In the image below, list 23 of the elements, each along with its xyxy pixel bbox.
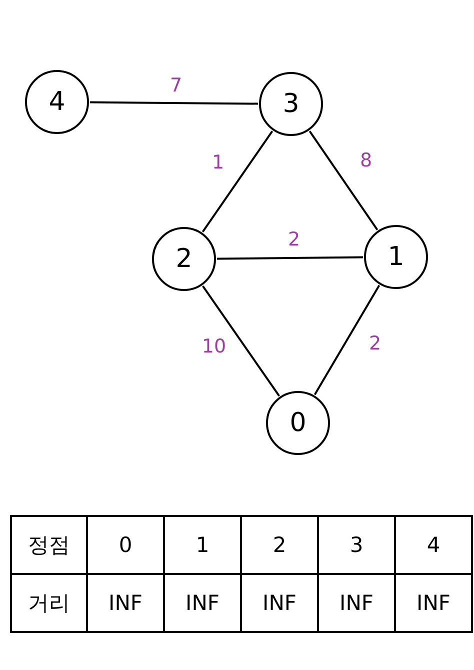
edge-line bbox=[202, 130, 274, 232]
edge-line bbox=[314, 284, 380, 396]
edge-line bbox=[202, 286, 280, 396]
table-cell: INF bbox=[87, 574, 164, 632]
vertex-number: 0 bbox=[290, 408, 306, 438]
table-cell: 2 bbox=[241, 516, 318, 574]
table-cell: INF bbox=[164, 574, 241, 632]
vertex-number: 4 bbox=[48, 87, 66, 117]
vertex-number: 1 bbox=[388, 242, 404, 272]
table-cell: 1 bbox=[164, 516, 241, 574]
table-cell: 0 bbox=[87, 516, 164, 574]
table-cell: INF bbox=[395, 574, 472, 632]
edge-line bbox=[90, 101, 258, 105]
edge-line bbox=[308, 130, 378, 230]
vertex-number: 3 bbox=[282, 89, 300, 119]
row-header-cell: 거리 bbox=[11, 574, 87, 632]
table-cell: INF bbox=[318, 574, 395, 632]
row-header-cell: 정점 bbox=[11, 516, 87, 574]
table-cell: 4 bbox=[395, 516, 472, 574]
table-cell: INF bbox=[241, 574, 318, 632]
table-cell: 3 bbox=[318, 516, 395, 574]
vertex-number: 2 bbox=[176, 244, 192, 274]
edge-line bbox=[217, 256, 363, 260]
